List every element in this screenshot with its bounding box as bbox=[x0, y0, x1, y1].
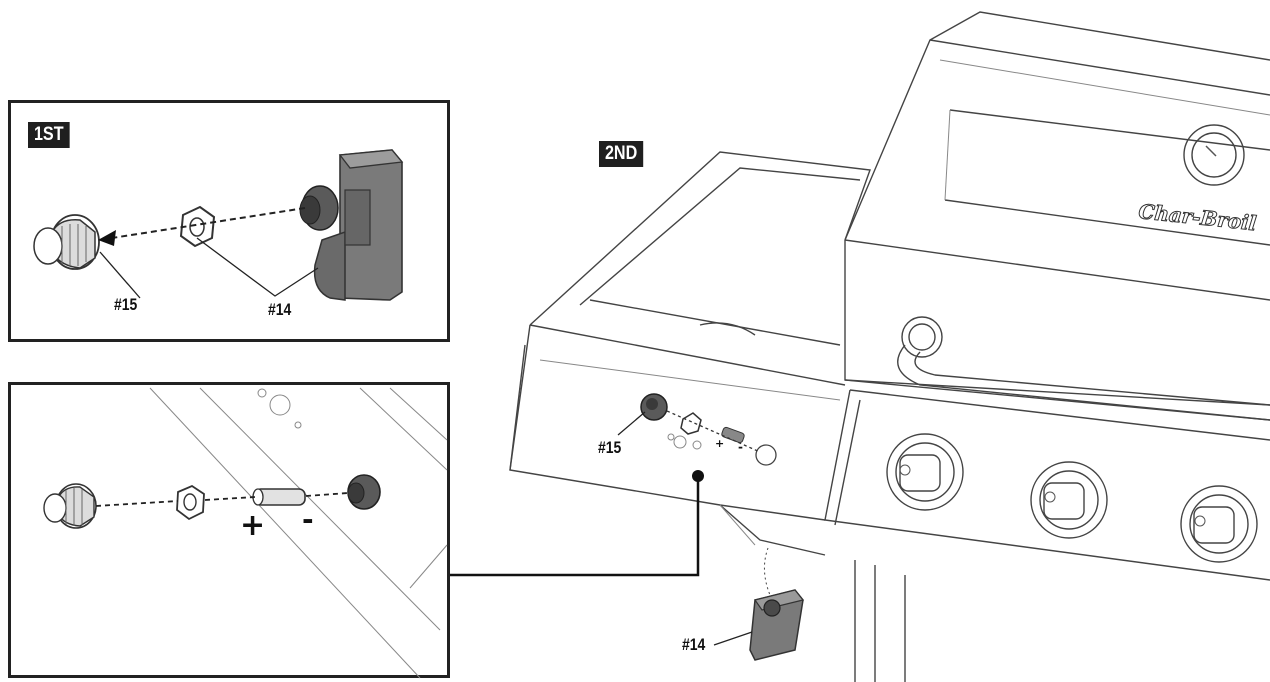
igniter-module bbox=[299, 149, 404, 301]
brand-logo: Char-Broil bbox=[1137, 199, 1257, 235]
hex-nut-detail bbox=[176, 484, 205, 521]
callout-leader bbox=[450, 470, 704, 577]
part-label-module: #14 bbox=[268, 300, 292, 319]
igniter-knob bbox=[33, 214, 100, 270]
grill-illustration: Char-Broil bbox=[509, 11, 1270, 682]
igniter-knob-detail bbox=[43, 483, 97, 529]
hex-nut bbox=[179, 205, 216, 248]
hex-nut-small bbox=[680, 412, 702, 435]
burner-knob bbox=[886, 433, 964, 511]
spacer-small bbox=[721, 426, 745, 444]
part-label-knob-grill: #15 bbox=[598, 438, 622, 457]
step-badge-second: 2ND bbox=[599, 141, 644, 167]
spacer-detail bbox=[252, 488, 306, 506]
step-1-parts bbox=[33, 149, 404, 301]
negative-terminal-sign: - bbox=[302, 503, 314, 536]
part-label-knob: #15 bbox=[114, 295, 138, 314]
burner-knob bbox=[1180, 485, 1258, 563]
step-badge-first: 1ST bbox=[28, 122, 70, 148]
burner-knob bbox=[1030, 461, 1108, 539]
positive-terminal-sign: + bbox=[240, 508, 266, 543]
positive-terminal-sign-small: + bbox=[715, 437, 725, 450]
negative-terminal-sign-small: - bbox=[738, 440, 743, 454]
part-label-module-grill: #14 bbox=[682, 635, 706, 654]
mounting-hole bbox=[755, 444, 777, 466]
igniter-module-detail bbox=[347, 474, 381, 510]
wiring-detail-parts bbox=[43, 387, 448, 679]
wiring-detail-panel bbox=[8, 382, 450, 678]
